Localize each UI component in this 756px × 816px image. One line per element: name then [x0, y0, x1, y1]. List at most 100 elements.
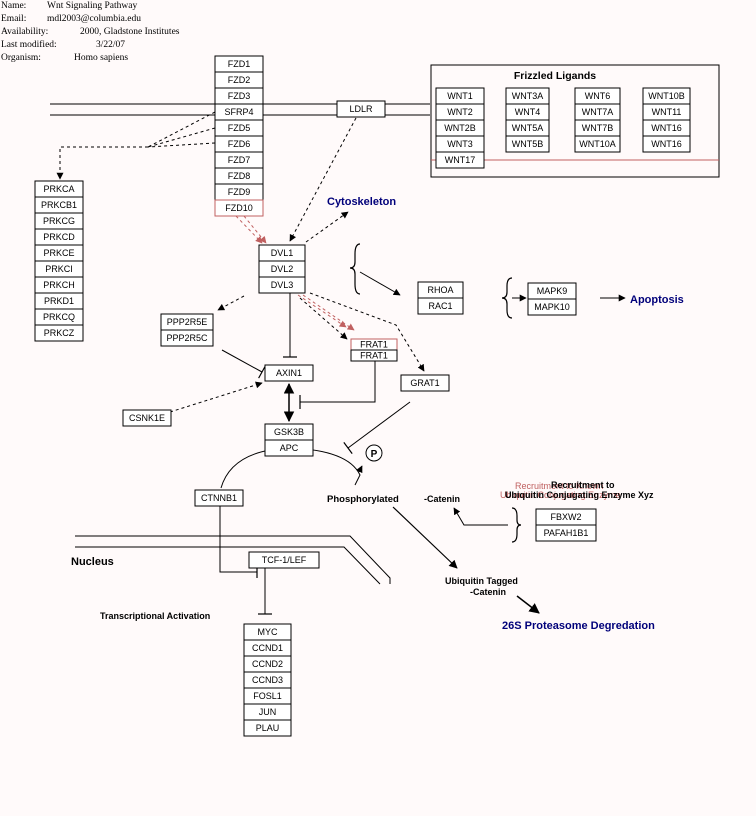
dvl-to-frat — [299, 297, 348, 340]
recruitment-line2: Ubiquitin Conjugating Enzyme Xyz — [505, 490, 654, 500]
gene-label: WNT5A — [512, 123, 544, 133]
gene-box-ldlr[interactable]: LDLR — [336, 100, 386, 118]
phosphorylated-label: Phosphorylated — [327, 494, 399, 505]
pp2a-inhibits-axin — [221, 349, 263, 373]
gene-box-fosl1[interactable]: FOSL1 — [243, 687, 292, 705]
gene-box-tcf-1-lef[interactable]: TCF-1/LEF — [248, 551, 320, 569]
gene-box-fzd8[interactable]: FZD8 — [214, 167, 264, 185]
nucleus-label: Nucleus — [71, 556, 114, 568]
gene-box-wnt2b[interactable]: WNT2B — [435, 119, 485, 137]
gene-box-dvl3[interactable]: DVL3 — [258, 276, 306, 294]
gene-box-wnt3a[interactable]: WNT3A — [505, 87, 550, 105]
dvl-to-pp2a — [217, 295, 245, 311]
gene-label: FZD8 — [228, 171, 251, 181]
gene-label: FBXW2 — [550, 512, 581, 522]
gene-box-jun[interactable]: JUN — [243, 703, 292, 721]
gene-box-fbxw2[interactable]: FBXW2 — [535, 508, 597, 526]
proteasome-label: 26S Proteasome Degredation — [502, 620, 655, 632]
gene-box-prkcq[interactable]: PRKCQ — [34, 308, 84, 326]
gene-label: WNT10B — [648, 91, 685, 101]
gene-box-wnt7b[interactable]: WNT7B — [574, 119, 621, 137]
gene-box-prkca[interactable]: PRKCA — [34, 180, 84, 198]
gene-box-frat1[interactable]: FRAT1 — [350, 349, 398, 362]
gene-box-wnt10a[interactable]: WNT10A — [574, 135, 621, 153]
gene-label: APC — [280, 443, 299, 453]
gene-label: RAC1 — [428, 301, 452, 311]
gene-box-fzd7[interactable]: FZD7 — [214, 151, 264, 169]
gene-label: CTNNB1 — [201, 493, 237, 503]
phosphate-circle — [365, 444, 383, 462]
gene-box-fzd6[interactable]: FZD6 — [214, 135, 264, 153]
gene-box-ppp2r5e[interactable]: PPP2R5E — [160, 313, 214, 331]
gene-box-apc[interactable]: APC — [264, 439, 314, 457]
gene-box-ppp2r5c[interactable]: PPP2R5C — [160, 329, 214, 347]
gene-box-fzd5[interactable]: FZD5 — [214, 119, 264, 137]
gene-box-mapk9[interactable]: MAPK9 — [527, 282, 577, 300]
gene-label: RHOA — [427, 285, 453, 295]
gene-box-wnt3[interactable]: WNT3 — [435, 135, 485, 153]
gene-box-border — [336, 100, 386, 118]
gene-box-prkcz[interactable]: PRKCZ — [34, 324, 84, 342]
gene-box-border — [264, 364, 314, 382]
gene-box-wnt7a[interactable]: WNT7A — [574, 103, 621, 121]
gene-box-wnt2[interactable]: WNT2 — [435, 103, 485, 121]
bracket-to-rhoa — [359, 271, 401, 296]
gene-box-wnt16[interactable]: WNT16 — [642, 119, 691, 137]
gene-box-border — [350, 349, 398, 362]
gene-box-fzd2[interactable]: FZD2 — [214, 71, 264, 89]
gene-box-csnk1e[interactable]: CSNK1E — [122, 409, 172, 427]
gene-box-wnt5b[interactable]: WNT5B — [505, 135, 550, 153]
gene-box-fzd9[interactable]: FZD9 — [214, 183, 264, 201]
gene-box-prkcb1[interactable]: PRKCB1 — [34, 196, 84, 214]
gene-box-ccnd1[interactable]: CCND1 — [243, 639, 292, 657]
gene-box-prkcg[interactable]: PRKCG — [34, 212, 84, 230]
gene-box-axin1[interactable]: AXIN1 — [264, 364, 314, 382]
gene-box-border — [248, 551, 320, 569]
gene-box-mapk10[interactable]: MAPK10 — [527, 298, 577, 316]
gene-box-prkci[interactable]: PRKCI — [34, 260, 84, 278]
gene-label: PLAU — [256, 723, 280, 733]
gene-box-dvl2[interactable]: DVL2 — [258, 260, 306, 278]
gene-box-prkcd[interactable]: PRKCD — [34, 228, 84, 246]
gene-box-wnt10b[interactable]: WNT10B — [642, 87, 691, 105]
gene-box-rac1[interactable]: RAC1 — [417, 297, 464, 315]
gene-box-ccnd3[interactable]: CCND3 — [243, 671, 292, 689]
recruitment-red-line1: Recruitment to Known — [515, 481, 604, 491]
gene-label: PAFAH1B1 — [544, 528, 589, 538]
gene-box-wnt1[interactable]: WNT1 — [435, 87, 485, 105]
phosphate-label: P — [371, 449, 378, 460]
gene-box-wnt5a[interactable]: WNT5A — [505, 119, 550, 137]
gene-box-plau[interactable]: PLAU — [243, 719, 292, 737]
fbx-to-catenin — [453, 507, 508, 526]
gene-label: FZD3 — [228, 91, 251, 101]
gene-box-sfrp4[interactable]: SFRP4 — [214, 103, 264, 121]
gene-label: PRKCG — [43, 216, 75, 226]
gene-box-dvl1[interactable]: DVL1 — [258, 244, 306, 262]
gene-box-myc[interactable]: MYC — [243, 623, 292, 641]
gene-box-prkch[interactable]: PRKCH — [34, 276, 84, 294]
gene-box-wnt17[interactable]: WNT17 — [435, 151, 485, 169]
gene-box-wnt11[interactable]: WNT11 — [642, 103, 691, 121]
organism-label: Organism: — [1, 53, 41, 63]
gene-box-fzd10[interactable]: FZD10 — [214, 199, 264, 217]
gene-box-border — [264, 439, 314, 457]
gene-box-frat1[interactable]: FRAT1 — [350, 338, 398, 351]
gene-box-rhoa[interactable]: RHOA — [417, 281, 464, 299]
gene-label: FZD10 — [225, 203, 253, 213]
gene-box-prkce[interactable]: PRKCE — [34, 244, 84, 262]
gene-box-ctnnb1[interactable]: CTNNB1 — [194, 489, 244, 507]
gene-box-prkd1[interactable]: PRKD1 — [34, 292, 84, 310]
gene-label: FZD1 — [228, 59, 251, 69]
gene-box-fzd1[interactable]: FZD1 — [214, 55, 264, 73]
fzd-to-prkc-3 — [147, 111, 216, 148]
gene-label: WNT3A — [512, 91, 544, 101]
gene-box-wnt16[interactable]: WNT16 — [642, 135, 691, 153]
gene-box-grat1[interactable]: GRAT1 — [400, 374, 450, 392]
gene-box-ccnd2[interactable]: CCND2 — [243, 655, 292, 673]
gene-box-fzd3[interactable]: FZD3 — [214, 87, 264, 105]
gene-box-pafah1b1[interactable]: PAFAH1B1 — [535, 524, 597, 542]
gene-box-wnt4[interactable]: WNT4 — [505, 103, 550, 121]
gene-box-wnt6[interactable]: WNT6 — [574, 87, 621, 105]
gene-label: WNT7A — [582, 107, 614, 117]
gene-box-gsk3b[interactable]: GSK3B — [264, 423, 314, 441]
